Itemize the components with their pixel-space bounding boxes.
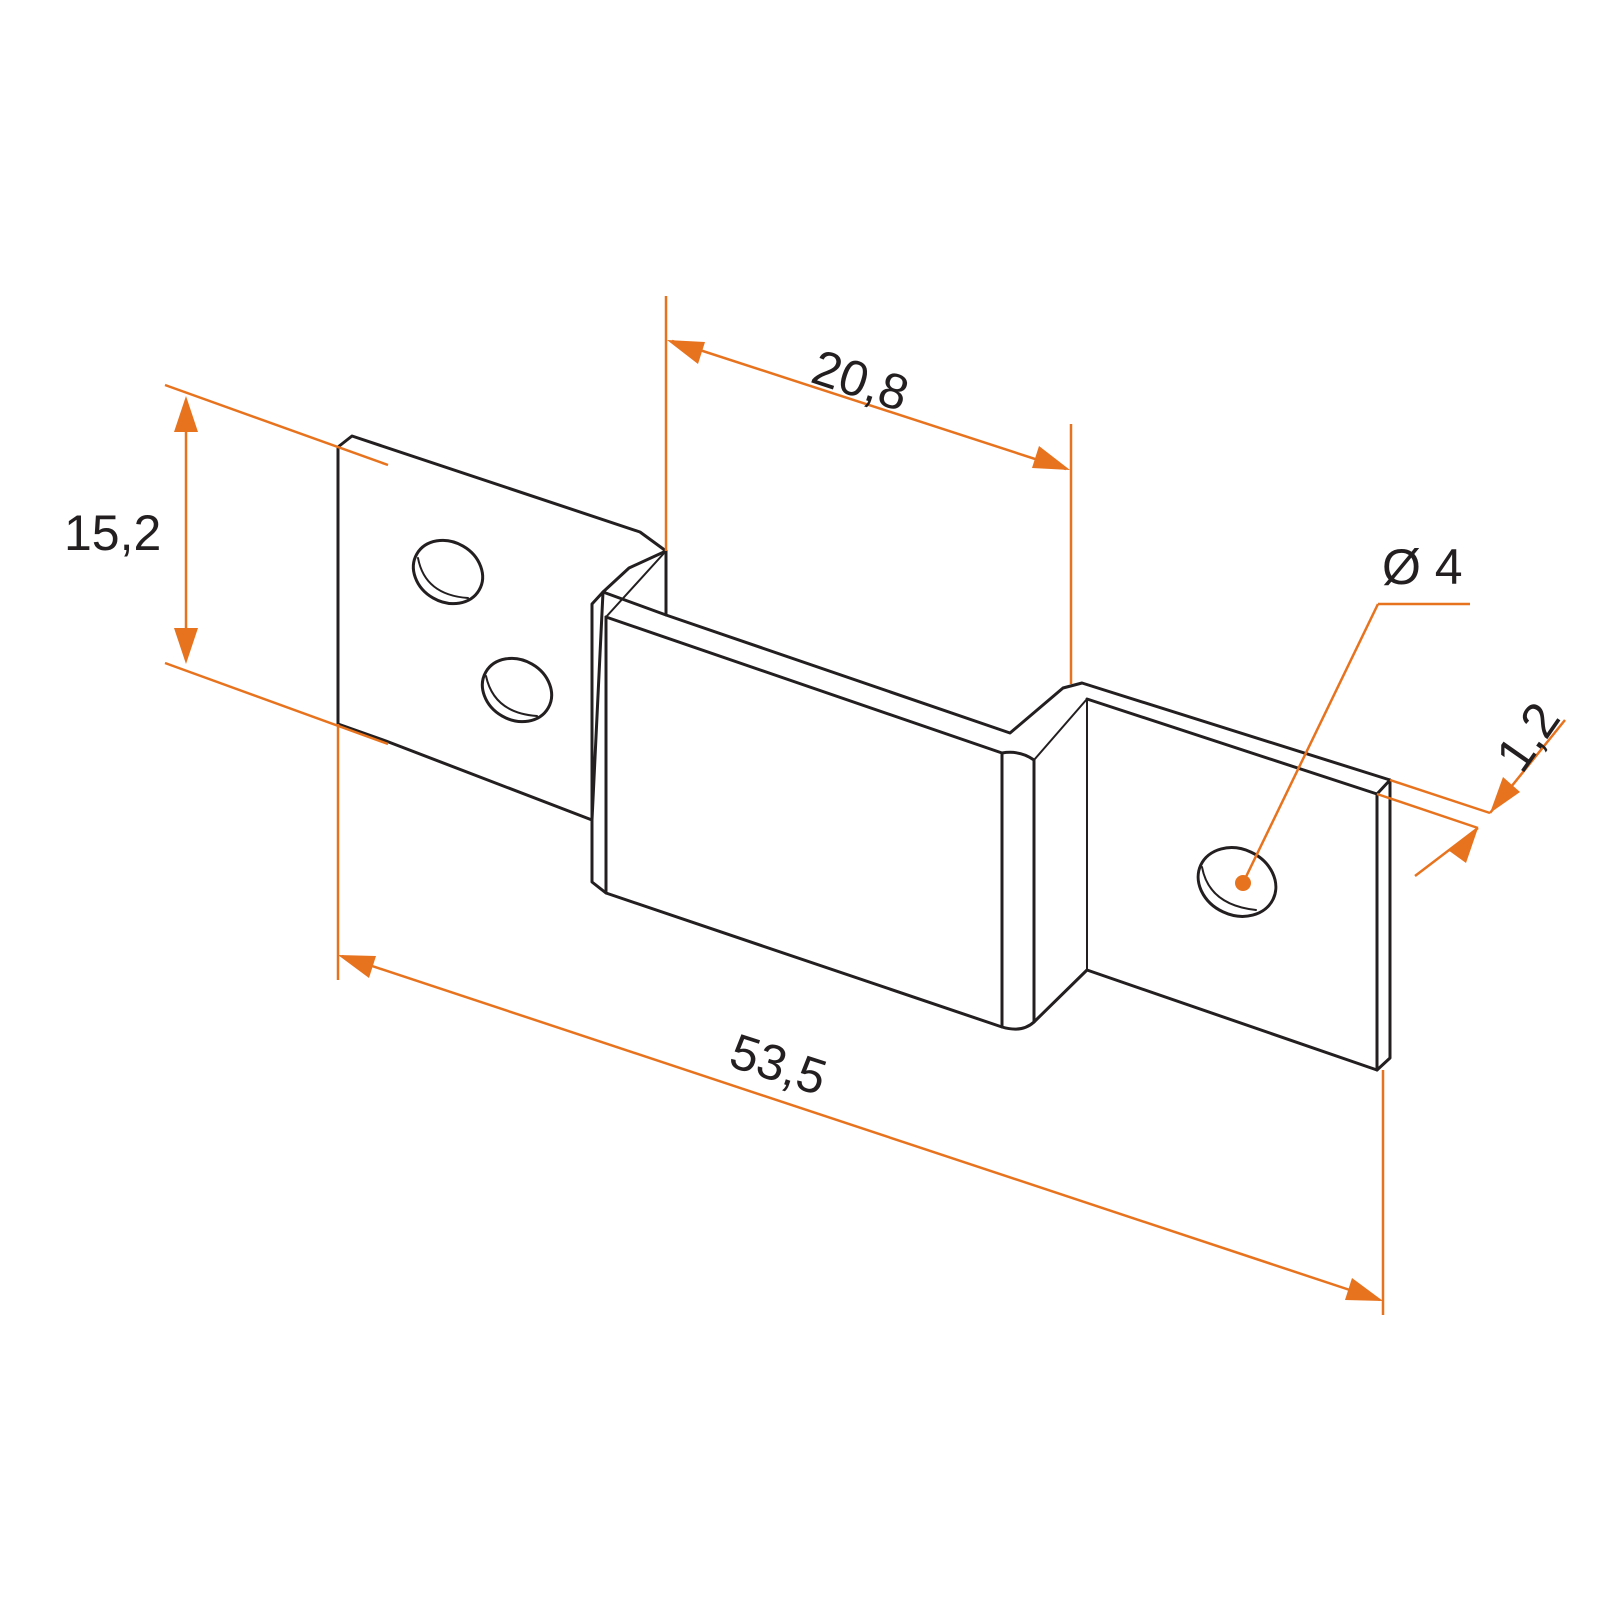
dimension-label-center-width: 20,8: [805, 339, 915, 422]
arrow-up-icon: [174, 396, 198, 432]
arrow-down-icon: [174, 628, 198, 664]
right-flange: [1085, 697, 1379, 1072]
dimension-label-thickness: 1,2: [1485, 692, 1571, 781]
dimension-label-diameter: Ø 4: [1382, 539, 1463, 595]
arrow-right-icon: [1345, 1278, 1383, 1301]
hole-upper-left: [411, 538, 485, 606]
right-flange-edge: [1375, 778, 1392, 1072]
right-web: [1000, 750, 1036, 1031]
dimension-label-length: 53,5: [723, 1023, 833, 1106]
arrow-left-icon: [338, 955, 376, 978]
z-bracket-part: [336, 434, 1392, 1072]
left-flange: [336, 434, 668, 822]
center-channel-face: [604, 615, 1004, 1029]
dimension-center-width: 20,8: [664, 296, 1073, 684]
arrow-right-icon: [1032, 446, 1070, 470]
dimension-thickness: 1,2: [1376, 692, 1571, 877]
arrow-down-left-icon: [1490, 777, 1520, 813]
leader-dot: [1235, 875, 1251, 891]
channel-top-edge: [664, 613, 1392, 782]
dimension-annotations: 15,2 20,8 53,5 Ø 4: [64, 296, 1571, 1315]
dimension-overall-height: 15,2: [64, 383, 389, 746]
dimension-hole-diameter: Ø 4: [1235, 539, 1470, 891]
hole-lower-left: [480, 656, 554, 724]
dimension-label-height: 15,2: [64, 505, 161, 561]
left-holes: [411, 538, 554, 724]
arrow-left-icon: [667, 340, 705, 364]
arrow-up-right-icon: [1448, 828, 1478, 863]
hole-right: [1196, 846, 1278, 918]
